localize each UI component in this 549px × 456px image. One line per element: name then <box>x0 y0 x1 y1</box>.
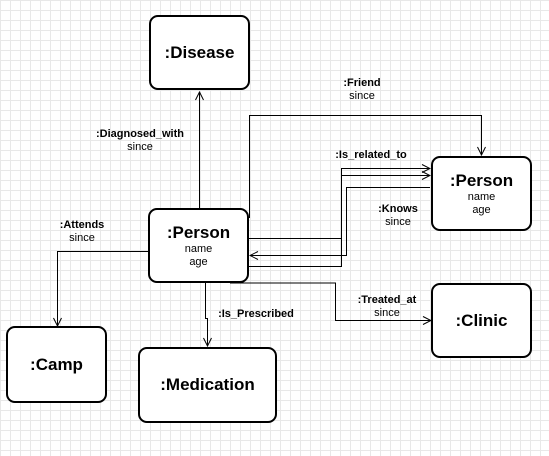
node-camp[interactable]: :Camp <box>6 326 107 403</box>
edge-label-friend: :Friend since <box>326 77 398 103</box>
edge-label-treated-at: :Treated_at since <box>349 294 425 320</box>
edge-knows-return <box>249 176 430 267</box>
edge-label-is-related-to: :Is_related_to <box>326 149 416 162</box>
edge-label-treated-at-attr: since <box>374 307 400 319</box>
edge-label-friend-attr: since <box>349 90 375 102</box>
edge-treated-at <box>230 282 431 321</box>
node-disease-title: :Disease <box>164 42 235 62</box>
node-person-right-attr-name: name <box>467 190 496 203</box>
edge-label-friend-name: :Friend <box>343 77 381 89</box>
edge-knows <box>250 187 430 256</box>
node-person-main-title: :Person <box>166 222 231 242</box>
edge-label-diagnosed-with-attr: since <box>127 141 153 153</box>
node-person-main[interactable]: :Person name age <box>148 208 249 283</box>
edge-label-is-related-to-name: :Is_related_to <box>335 149 407 161</box>
node-clinic-title: :Clinic <box>455 310 508 330</box>
node-person-right-title: :Person <box>449 170 514 190</box>
node-person-main-attr-name: name <box>184 242 213 255</box>
node-disease[interactable]: :Disease <box>149 15 250 90</box>
node-medication[interactable]: :Medication <box>138 347 277 423</box>
edge-label-is-prescribed: :Is_Prescribed <box>210 308 302 321</box>
node-person-main-attr-age: age <box>189 255 208 268</box>
node-person-right[interactable]: :Person name age <box>431 156 532 231</box>
edge-label-diagnosed-with: :Diagnosed_with since <box>90 128 190 154</box>
edge-label-is-prescribed-name: :Is_Prescribed <box>218 308 294 320</box>
edge-label-attends-attr: since <box>69 232 95 244</box>
node-person-right-attr-age: age <box>472 203 491 216</box>
edge-friend <box>249 115 482 218</box>
node-camp-title: :Camp <box>30 354 83 374</box>
edge-label-attends-name: :Attends <box>59 219 105 231</box>
edge-label-knows: :Knows since <box>368 203 428 229</box>
edge-attends <box>58 251 149 327</box>
edge-label-diagnosed-with-name: :Diagnosed_with <box>95 128 184 140</box>
edge-is-prescribed <box>206 283 208 346</box>
edge-label-treated-at-name: :Treated_at <box>357 294 417 306</box>
edge-label-knows-attr: since <box>385 216 411 228</box>
edge-label-attends: :Attends since <box>50 219 114 245</box>
node-medication-title: :Medication <box>160 375 255 394</box>
edge-label-knows-name: :Knows <box>378 203 418 215</box>
node-clinic[interactable]: :Clinic <box>431 283 532 358</box>
